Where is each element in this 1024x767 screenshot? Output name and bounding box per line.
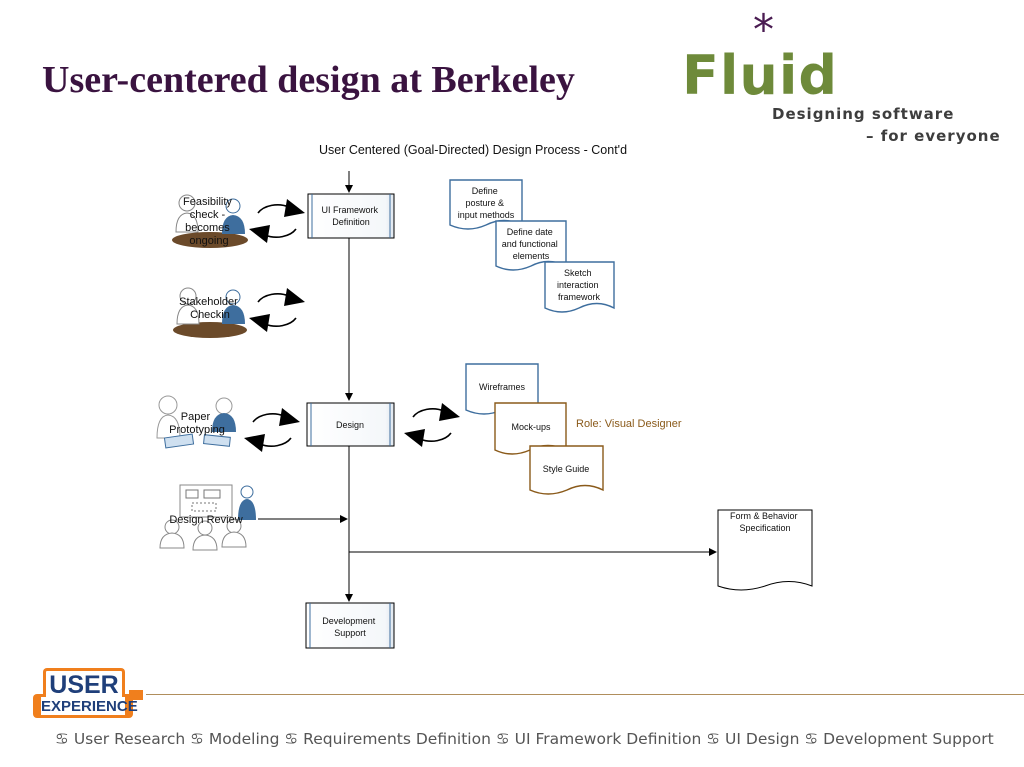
svg-text:Paper Prototyping: Paper Prototyping: [169, 411, 225, 436]
user-experience-logo: EXPERIENCE USER: [33, 668, 146, 720]
svg-text:Stakeholder Checkin: Stakeholder Checkin: [179, 296, 241, 321]
cycle-arrows-icon: [403, 402, 461, 448]
meeting-people-icon: [172, 194, 248, 248]
doc-style-label: Style Guide: [543, 464, 590, 474]
doc-data-line3: elements: [513, 251, 550, 261]
doc-sketch-line2: interaction: [557, 280, 599, 290]
doc-sketch-line1: Sketch: [564, 268, 592, 278]
cycle-arrows-icon: [248, 198, 306, 244]
slide-title: User-centered design at Berkeley: [42, 59, 575, 101]
feasibility-line1: Feasibility: [183, 196, 232, 208]
doc-data-line1: Define date: [507, 227, 553, 237]
box-ui-framework: UI Framework Definition: [307, 193, 395, 239]
doc-data-elements: Define date and functional elements: [495, 220, 567, 271]
footer-process-steps: ♋ User Research ♋ Modeling ♋ Requirement…: [55, 730, 994, 748]
svg-text:UI Framework Definition: UI Framework Definition: [321, 205, 380, 227]
box-design: Design: [306, 402, 395, 447]
doc-style-guide: Style Guide: [529, 445, 604, 495]
box-dev-support: Development Support: [305, 602, 395, 649]
doc-spec-line1: Form & Behavior: [730, 511, 798, 521]
doc-posture-line1: Define: [472, 186, 498, 196]
ux-logo-tab: [129, 690, 143, 700]
design-review-label: Design Review: [169, 514, 242, 526]
box-design-label: Design: [336, 420, 364, 430]
presentation-icon: [159, 484, 256, 551]
doc-posture-line2: posture &: [465, 198, 504, 208]
box-dev-line1: Development: [322, 616, 376, 626]
meeting-people-icon: [173, 287, 247, 338]
fluid-logo: * Fluid Designing software – for everyon…: [680, 8, 1001, 147]
svg-text:Development Support: Development Support: [322, 616, 378, 638]
fluid-star-icon: *: [753, 5, 774, 54]
stakeholder-line2: Checkin: [190, 309, 230, 321]
doc-wireframes-label: Wireframes: [479, 382, 526, 392]
cycle-arrows-icon: [243, 407, 301, 453]
box-dev-line2: Support: [334, 628, 366, 638]
feasibility-line2: check -: [190, 209, 226, 221]
ux-logo-experience: EXPERIENCE: [41, 697, 138, 715]
feasibility-line4: ongoing: [189, 235, 228, 247]
diagram-title: User Centered (Goal-Directed) Design Pro…: [319, 143, 627, 157]
doc-mockups-label: Mock-ups: [511, 422, 551, 432]
svg-text:Define posture & i: Define posture & input methods: [458, 186, 515, 220]
doc-posture-line3: input methods: [458, 210, 515, 220]
stakeholder-line1: Stakeholder: [179, 296, 238, 308]
paper-line2: Prototyping: [169, 424, 225, 436]
box-ui-framework-line2: Definition: [332, 217, 370, 227]
doc-sketch-line3: framework: [558, 292, 601, 302]
fluid-wordmark: Fluid: [682, 44, 839, 107]
doc-sketch: Sketch interaction framework: [544, 261, 615, 313]
svg-text:Sketch interaction: Sketch interaction framework: [557, 268, 601, 302]
svg-text:Feasibility check - be: Feasibility check - becomes ongoing: [183, 196, 235, 247]
doc-spec-line2: Specification: [739, 523, 790, 533]
box-ui-framework-line1: UI Framework: [321, 205, 378, 215]
svg-text:Form & Behavior Specific: Form & Behavior Specification: [730, 511, 800, 533]
paper-line1: Paper: [181, 411, 211, 423]
connectors: [258, 171, 717, 602]
role-label: Role: Visual Designer: [576, 418, 682, 430]
ux-logo-base: EXPERIENCE: [33, 694, 138, 718]
fluid-tagline-line2: – for everyone: [866, 127, 1001, 145]
doc-data-line2: and functional: [502, 239, 558, 249]
process-diagram: User Centered (Goal-Directed) Design Pro…: [156, 143, 813, 649]
svg-text:Define date and function: Define date and functional elements: [502, 227, 561, 261]
feasibility-line3: becomes: [185, 222, 230, 234]
doc-posture: Define posture & input methods: [449, 179, 523, 230]
fluid-tagline-line1: Designing software: [772, 105, 955, 123]
cycle-arrows-icon: [248, 287, 306, 333]
doc-spec: Form & Behavior Specification: [717, 509, 813, 591]
ux-logo-user: USER: [43, 668, 125, 699]
footer-divider: [146, 694, 1024, 695]
paper-prototyping-icon: [156, 395, 236, 449]
